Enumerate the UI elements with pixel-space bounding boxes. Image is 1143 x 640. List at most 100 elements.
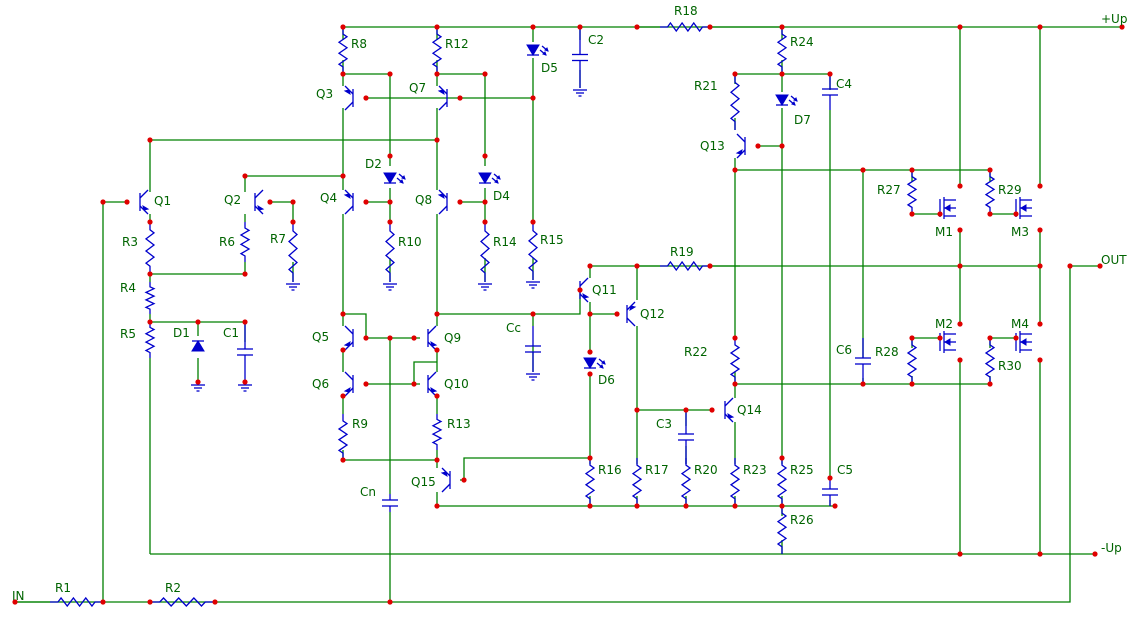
junction-dot <box>457 95 463 101</box>
junction-dot <box>340 393 346 399</box>
resistor-r24 <box>776 27 788 74</box>
junction-dot <box>1013 335 1019 341</box>
resistor-body <box>660 21 710 33</box>
resistor-body <box>906 338 918 384</box>
transistor-q6 <box>343 371 354 397</box>
junction-dot <box>530 311 536 317</box>
junction-dot <box>12 599 18 605</box>
junction-dot <box>411 335 417 341</box>
wire <box>343 313 367 338</box>
label-q9: Q9 <box>444 331 461 345</box>
mosfet-m2 <box>939 331 956 353</box>
junction-dot <box>1092 551 1098 557</box>
label-r16: R16 <box>598 463 622 477</box>
junction-dot <box>124 199 130 205</box>
ground-symbol <box>383 283 397 291</box>
junction-dot <box>1037 227 1043 233</box>
junction-dot <box>387 219 393 225</box>
junction-dot <box>1119 24 1125 30</box>
label-r2: R2 <box>165 581 181 595</box>
junction-dot <box>587 263 593 269</box>
resistor-body <box>431 27 443 74</box>
junction-dot <box>340 71 346 77</box>
junction-dot <box>1037 183 1043 189</box>
label-q11: Q11 <box>592 283 617 297</box>
junction-dot <box>457 199 463 205</box>
resistor-r28 <box>906 338 918 384</box>
wire <box>343 73 391 166</box>
label-r6: R6 <box>219 235 235 249</box>
junction-dot <box>827 71 833 77</box>
resistor-body <box>631 458 643 506</box>
junction-dot <box>434 347 440 353</box>
junction-dot <box>732 381 738 387</box>
junction-dot <box>634 407 640 413</box>
label-cc: Cc <box>506 321 521 335</box>
transistor-q1 <box>139 189 150 215</box>
junction-dot <box>290 219 296 225</box>
label-rails.input: IN <box>12 589 25 603</box>
junction-dot <box>909 167 915 173</box>
resistor-body <box>906 170 918 214</box>
label-d2: D2 <box>365 157 382 171</box>
junction-dot <box>1037 321 1043 327</box>
label-r1: R1 <box>55 581 71 595</box>
junction-dot <box>909 381 915 387</box>
resistor-r2 <box>150 597 215 607</box>
junction-dot <box>530 95 536 101</box>
junction-dot <box>957 551 963 557</box>
label-r7: R7 <box>270 232 286 246</box>
mosfet-m1 <box>939 197 956 219</box>
junction-dot <box>827 475 833 481</box>
transistor-q14 <box>724 397 735 423</box>
junction-dot <box>987 381 993 387</box>
label-r5: R5 <box>120 327 136 341</box>
resistor-r8 <box>337 27 349 74</box>
label-q13: Q13 <box>700 139 725 153</box>
junction-dot <box>860 381 866 387</box>
label-m2: M2 <box>935 317 953 331</box>
junction-dot <box>411 381 417 387</box>
junction-dot <box>340 457 346 463</box>
resistor-r21 <box>729 74 741 130</box>
junction-dot <box>242 319 248 325</box>
resistor-body <box>729 458 741 506</box>
resistor-body <box>776 27 788 74</box>
junction-dot <box>957 183 963 189</box>
label-r12: R12 <box>445 37 469 51</box>
junction-dot <box>195 319 201 325</box>
resistor-body <box>150 597 215 607</box>
junction-dot <box>147 271 153 277</box>
led-d4 <box>478 172 501 184</box>
junction-dot <box>434 457 440 463</box>
junction-dot <box>587 503 593 509</box>
ground-symbol <box>526 373 540 381</box>
label-q5: Q5 <box>312 330 329 344</box>
ground-symbol <box>478 283 492 291</box>
label-r14: R14 <box>493 235 517 249</box>
junction-dot <box>363 381 369 387</box>
label-c4: C4 <box>836 77 852 91</box>
junction-dot <box>957 227 963 233</box>
capacitor-c3 <box>678 410 694 464</box>
junction-dot <box>1037 357 1043 363</box>
wire <box>102 201 127 602</box>
junction-dot <box>634 503 640 509</box>
junction-dot <box>587 349 593 355</box>
junction-dot <box>1097 263 1103 269</box>
junction-dot <box>434 503 440 509</box>
junction-dot <box>1067 263 1073 269</box>
label-r24: R24 <box>790 35 814 49</box>
label-q12: Q12 <box>640 307 665 321</box>
junction-dot <box>340 311 346 317</box>
label-r3: R3 <box>122 235 138 249</box>
label-r20: R20 <box>694 463 718 477</box>
junction-dot <box>732 167 738 173</box>
junction-dot <box>340 347 346 353</box>
resistor-r25 <box>776 458 788 506</box>
label-rails.negative: -Up <box>1101 541 1122 555</box>
transistor-q4 <box>343 189 354 215</box>
junction-dot <box>683 503 689 509</box>
led-d7 <box>775 94 798 106</box>
resistor-r30 <box>984 338 996 384</box>
